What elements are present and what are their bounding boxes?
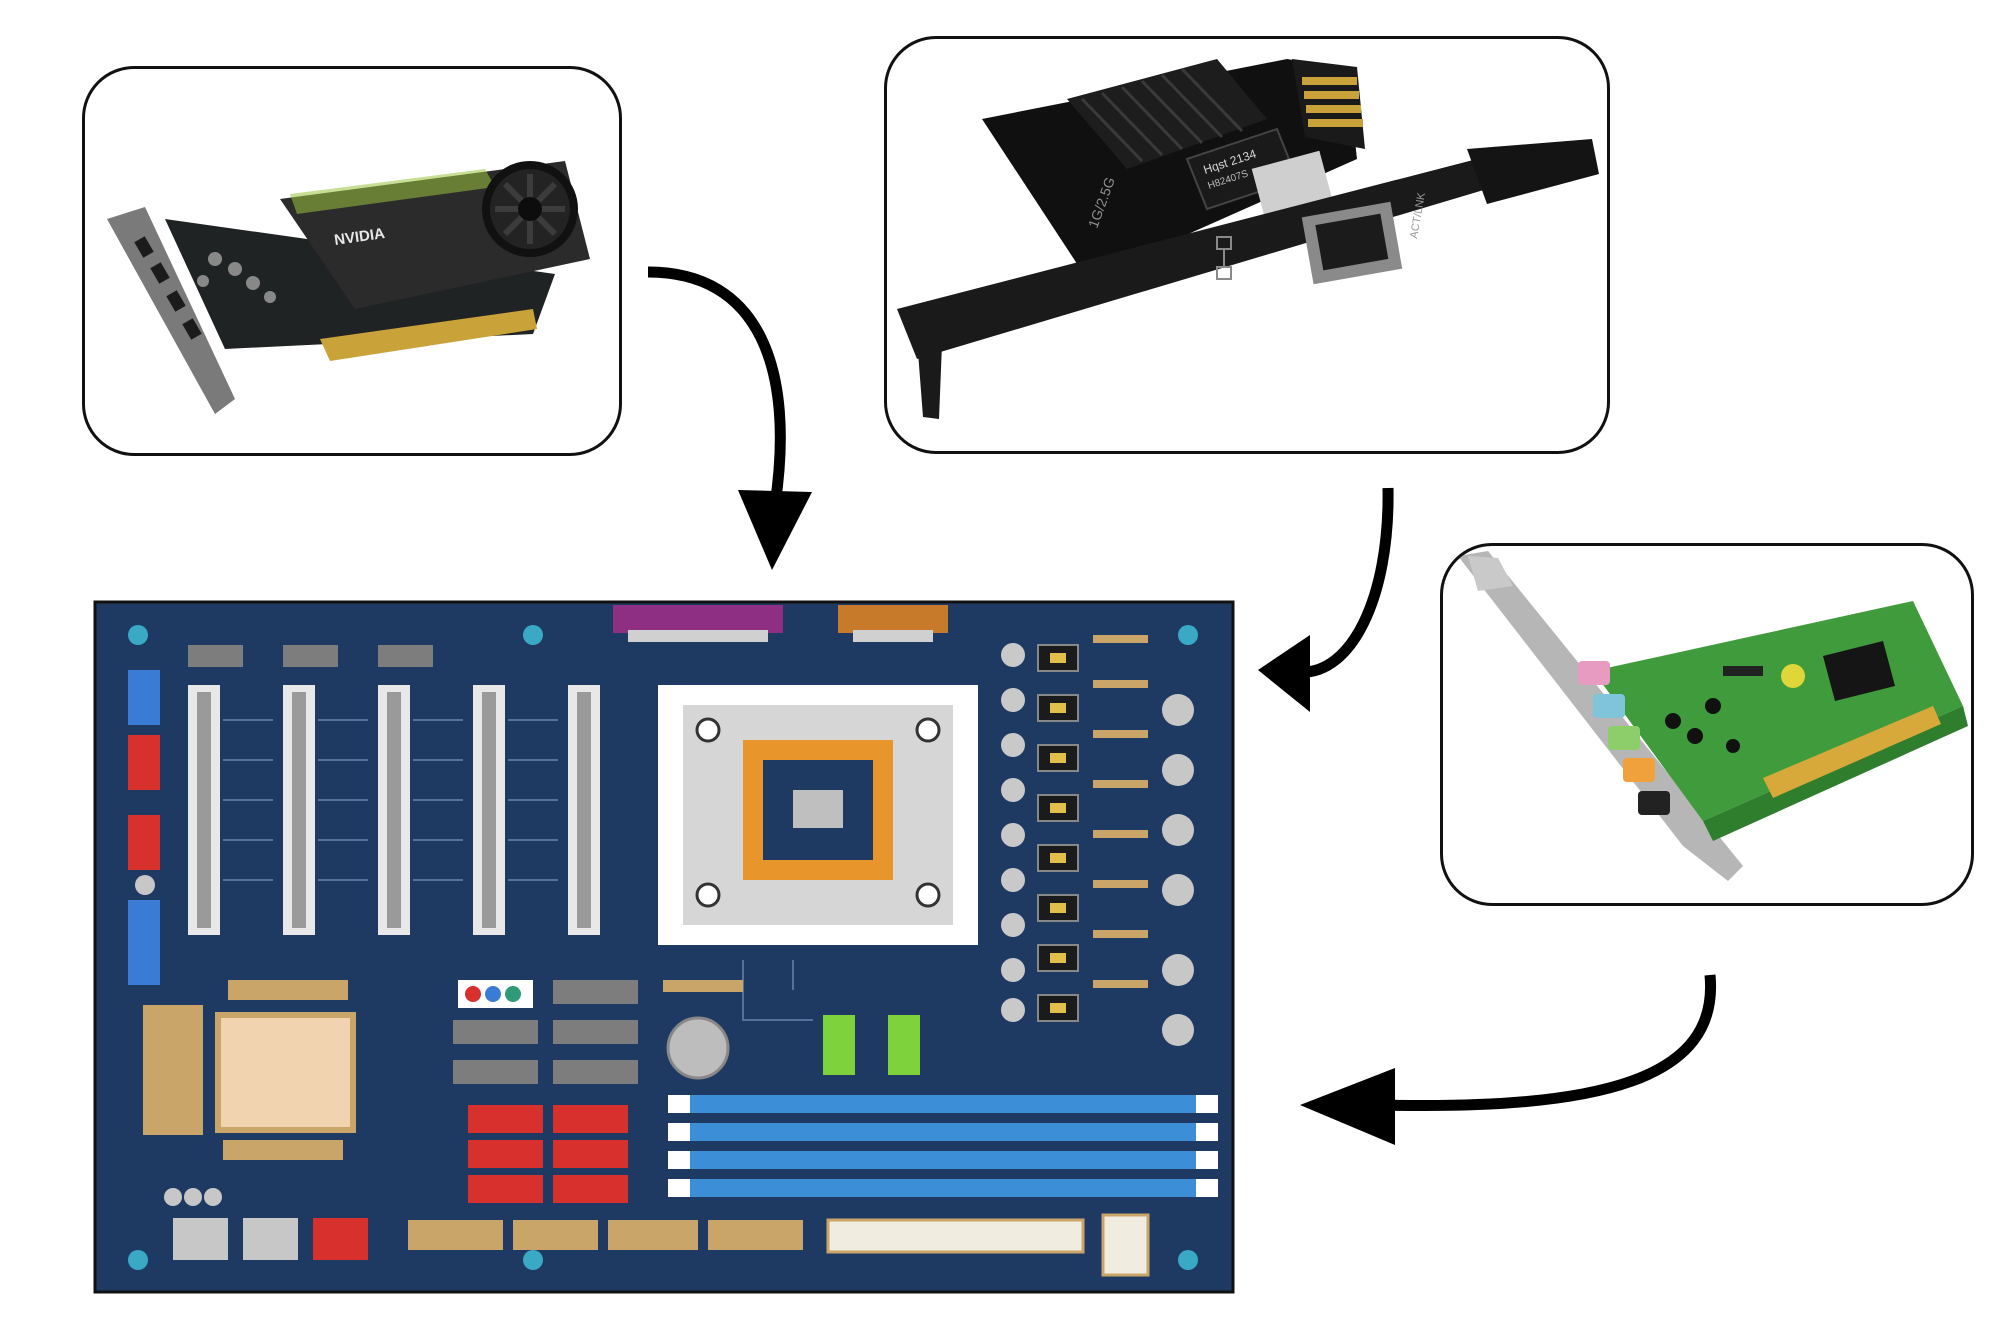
dimm-slot [668,1123,1218,1141]
sound-card-image [1458,551,1968,881]
vrm-chokes [1001,643,1079,1022]
cmos-battery [666,1016,730,1080]
dimm-slot [668,1151,1218,1169]
pcie-slot [568,685,600,935]
gpu-bracket [107,207,235,414]
sound-audio-jacks [1578,661,1670,815]
capacitor [135,875,155,895]
pcie-slot [283,685,315,935]
sata-port [553,1175,628,1203]
nic-gold-fingers [1302,77,1363,127]
bottom-block-grey [173,1218,228,1260]
fan-header-green [823,1015,855,1075]
chipset-heatsink [215,1012,356,1133]
nic-bracket [897,159,1487,359]
header-blue-bottom [128,900,160,985]
network-card-image: Hqst 2134 H82407S 1G/2.5G ACT/LNK [897,59,1599,419]
sata-port [468,1140,543,1168]
sata-port [553,1105,628,1133]
bottom-headers [408,1220,803,1250]
sata-port [468,1175,543,1203]
sound-capacitors [1665,698,1740,753]
sata-port [553,1140,628,1168]
nic-pcb [982,59,1357,279]
network-card-panel: Hqst 2134 H82407S 1G/2.5G ACT/LNK [884,36,1610,454]
sound-header-pins [1723,666,1763,676]
gpu-gold-fingers [320,309,537,361]
mounting-holes [128,625,1198,1270]
sata-port [468,1105,543,1133]
pcie-slots [188,685,600,935]
header-red-2 [128,815,160,870]
sound-crystal [1781,664,1805,688]
arrow-nic-to-motherboard [1258,487,1394,712]
fan-header-green-2 [888,1015,920,1075]
pcie-slot [378,685,410,935]
arrow-gpu-to-motherboard [647,266,812,570]
logic-chips [453,980,638,1084]
motherboard [93,600,1243,1300]
sound-card-panel [1440,543,1974,906]
bottom-block-grey-2 [243,1218,298,1260]
vrm-resistors [1093,635,1148,988]
dimm-slot [668,1179,1218,1197]
cpu-socket [658,685,978,945]
nic-rj45-port [1301,201,1403,285]
sata-ports [468,1105,628,1203]
large-capacitors [1162,694,1194,1046]
nic-lan-icon [1216,236,1232,280]
slot-top-chips [188,645,433,667]
top-connector-purple [613,605,783,633]
pcie-slot [473,685,505,935]
traces [223,719,1213,1161]
gpu-accent-stripe [290,169,495,214]
nic-heatsink [1067,59,1267,169]
header-blue-top [128,670,160,725]
atx-power-connector [826,1218,1085,1254]
graphics-card-image: NVIDIA [107,161,590,414]
gpu-brand-label: NVIDIA [333,225,386,249]
gpu-capacitors [197,252,276,303]
top-connector-orange [838,605,948,633]
chipset-pads [143,980,348,1160]
nic-transformer [1251,150,1333,218]
dimm-slot [668,1095,1218,1113]
header-red [128,735,160,790]
bottom-block-red [313,1218,368,1260]
gpu-card-panel: NVIDIA [82,66,622,456]
gpu-display-ports [134,236,202,340]
small-header [663,980,743,992]
sound-gold-fingers [1763,706,1941,798]
motherboard-illustration [93,600,1235,1294]
dimm-slots [668,1095,1218,1197]
arrow-sound-card-to-motherboard [1300,974,1717,1145]
sound-chip [1823,641,1895,701]
cpu-power-connector [1101,1213,1150,1277]
pcie-slot [188,685,220,935]
